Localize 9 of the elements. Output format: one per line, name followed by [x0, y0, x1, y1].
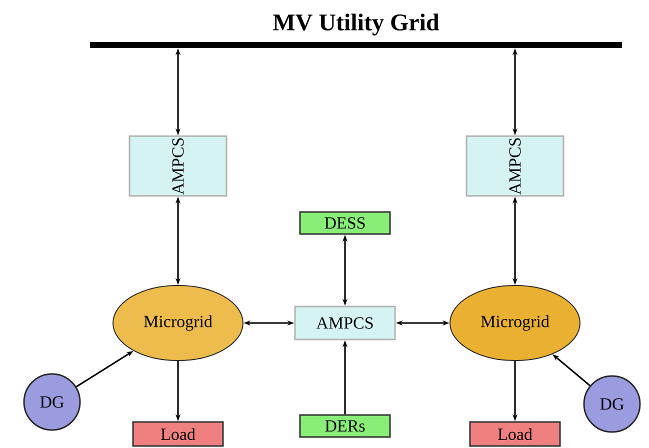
source-box: DESS — [299, 211, 391, 235]
controller-box: AMPCS — [294, 306, 396, 340]
controller-box: AMPCS — [466, 135, 564, 197]
load-box: Load — [469, 421, 561, 447]
controller-box: AMPCS — [128, 135, 228, 197]
load-box: Load — [132, 421, 224, 447]
grid-bus-bar: MV Utility Grid — [90, 14, 622, 48]
source-box: DERs — [299, 414, 391, 438]
node-label: MV Utility Grid — [273, 14, 440, 36]
